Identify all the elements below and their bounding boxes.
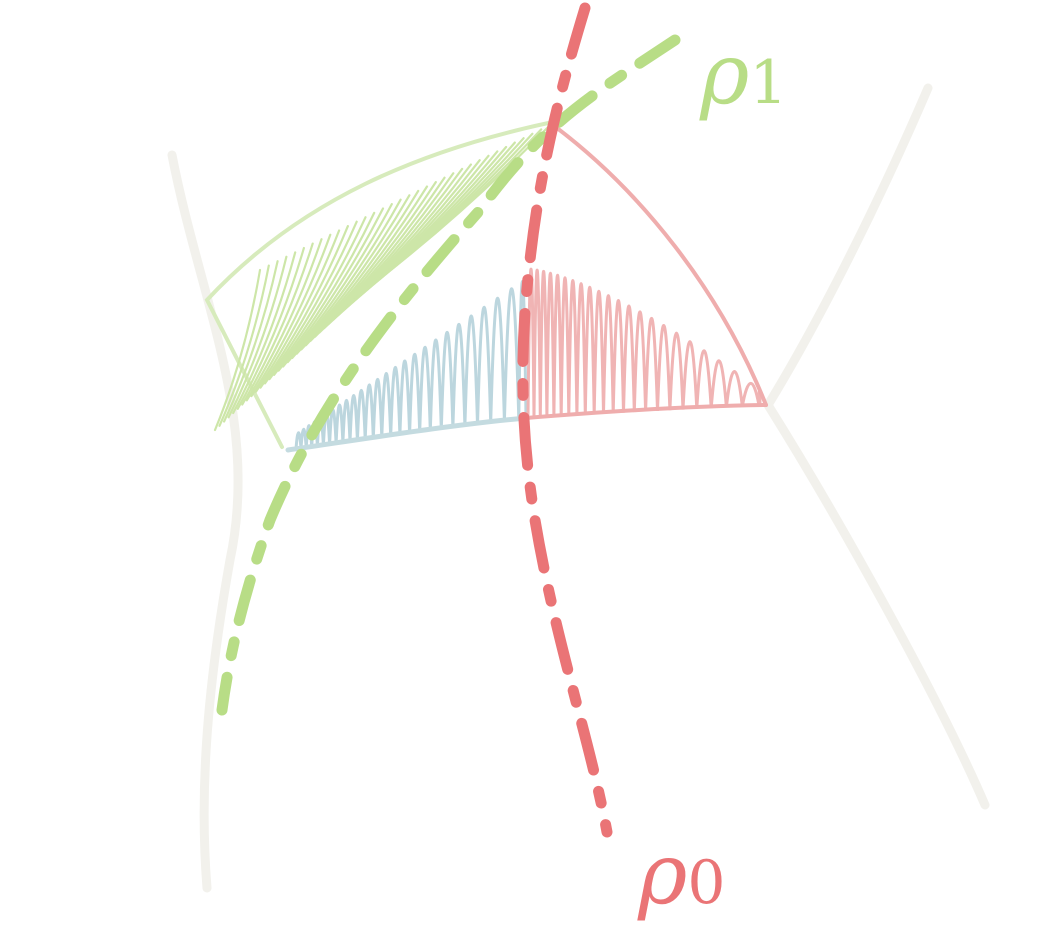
- rho1-geodesic-curve: [216, 34, 681, 716]
- green-hatch-stroke: [227, 255, 288, 419]
- green-hatch-stroke: [250, 233, 332, 398]
- rho0-geodesic-curve: [517, 2, 613, 838]
- rho1-subscript: 1: [749, 48, 787, 118]
- rho1-symbol: ρ: [699, 25, 749, 123]
- red-fill-wave: [526, 267, 762, 420]
- blue-fill-wave: [294, 279, 528, 451]
- green-hatch-stroke: [263, 220, 358, 385]
- green-hatch-stroke: [213, 268, 262, 432]
- green-hatch-stroke: [241, 242, 314, 406]
- green-hatch-stroke: [232, 251, 297, 415]
- manifold-right-curve: [762, 83, 990, 810]
- green-hatch-stroke: [218, 264, 270, 427]
- green-hatch-stroke: [268, 216, 367, 381]
- green-hatch-stroke: [259, 225, 349, 389]
- rho1-label: ρ1: [699, 25, 788, 123]
- green-hatch-stroke: [273, 211, 376, 376]
- green-hatched-region-outline: [204, 120, 555, 449]
- red-fill-lines: [526, 267, 762, 420]
- rho0-label: ρ0: [637, 825, 726, 923]
- green-hatch-stroke: [223, 260, 279, 423]
- green-hatch-stroke: [245, 238, 323, 402]
- green-hatch-stroke: [277, 207, 385, 372]
- green-hatch-stroke: [286, 198, 402, 364]
- blue-fill-lines: [294, 279, 528, 451]
- green-hatch-stroke: [236, 246, 305, 410]
- green-hatch-stroke: [282, 203, 393, 368]
- green-hatch-stroke: [254, 229, 341, 393]
- blue-region-bottom-edge: [285, 415, 529, 453]
- manifold-left-curve: [167, 150, 243, 893]
- red-region-bottom-edge: [524, 403, 768, 420]
- rho0-subscript: 0: [687, 848, 725, 918]
- red-region-right-edge: [551, 123, 768, 407]
- green-hatch-lines: [213, 123, 552, 432]
- rho0-symbol: ρ: [637, 825, 687, 923]
